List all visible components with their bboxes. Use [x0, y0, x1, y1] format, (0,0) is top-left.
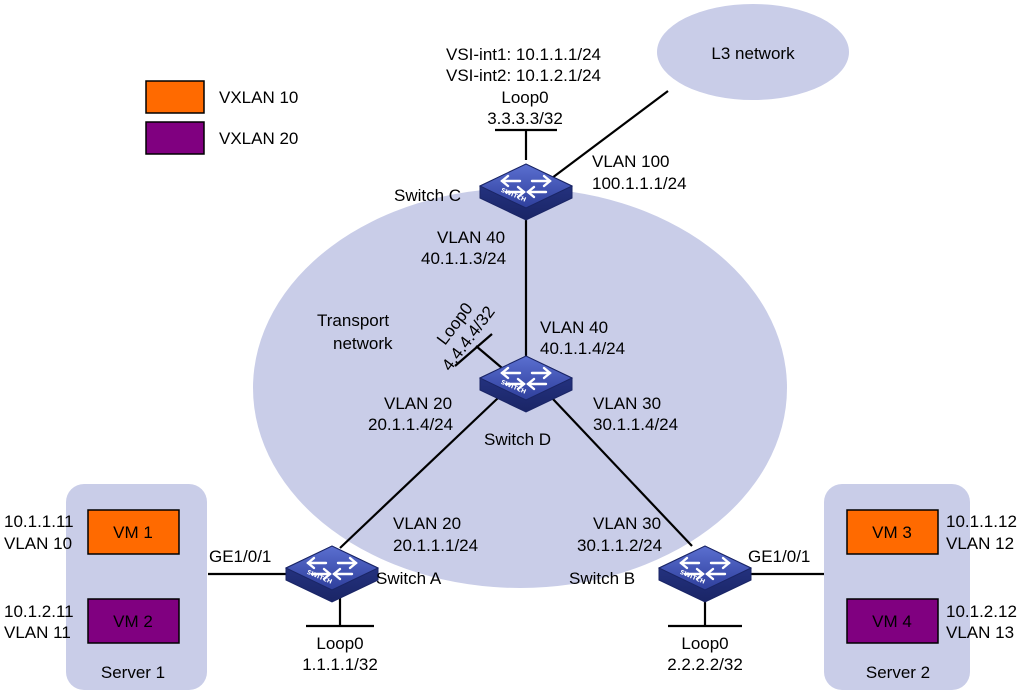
- switch-a-loop-ip: 1.1.1.1/32: [302, 655, 378, 674]
- legend-vxlan20-swatch: [145, 121, 205, 155]
- switch-d-vlan20: VLAN 20: [384, 394, 452, 413]
- switch-c-vlan40-ip: 40.1.1.3/24: [421, 249, 506, 268]
- vm-1-box: [87, 509, 180, 555]
- legend-vxlan10-label: VXLAN 10: [219, 88, 298, 107]
- switch-b-port: GE1/0/1: [748, 547, 810, 566]
- switch-a-name: Switch A: [376, 569, 442, 588]
- switch-c-vlan100: VLAN 100: [592, 152, 670, 171]
- l3-network-cloud: [657, 4, 849, 100]
- vm-4[interactable]: VM 4: [846, 598, 939, 644]
- switch-a-vlan20: VLAN 20: [393, 514, 461, 533]
- switch-b-vlan30: VLAN 30: [593, 514, 661, 533]
- vm-2-box: [87, 598, 180, 644]
- vm-4-vlan: VLAN 13: [946, 623, 1014, 642]
- switch-d-name: Switch D: [484, 430, 551, 449]
- vm-4-box: [846, 598, 939, 644]
- switch-c-vlan100-ip: 100.1.1.1/24: [592, 174, 687, 193]
- switch-b-loop-ip: 2.2.2.2/32: [667, 655, 743, 674]
- vm-2-ip: 10.1.2.11: [4, 602, 74, 621]
- switch-d-vlan20-ip: 20.1.1.4/24: [368, 415, 453, 434]
- switch-c-loop-ip: 3.3.3.3/32: [487, 109, 563, 128]
- vm-3[interactable]: VM 3: [846, 509, 939, 555]
- transport-network-label-line1: Transport: [317, 311, 389, 330]
- link-d-b: [551, 397, 693, 547]
- server-1-name: Server 1: [101, 663, 165, 682]
- switch-d-vlan40: VLAN 40: [540, 318, 608, 337]
- switch-c-name: Switch C: [394, 186, 461, 205]
- vm-2-vlan: VLAN 11: [4, 623, 71, 642]
- vm-2[interactable]: VM 2: [87, 598, 180, 644]
- vm-2-label: VM 2: [113, 612, 153, 631]
- switch-d-vlan30-ip: 30.1.1.4/24: [593, 415, 678, 434]
- switch-c-icon[interactable]: SWITCH: [478, 162, 574, 222]
- switch-c-vlan40: VLAN 40: [437, 228, 505, 247]
- legend: VXLAN 10 VXLAN 20: [145, 80, 298, 155]
- links: [208, 90, 824, 628]
- switch-d-icon[interactable]: SWITCH: [478, 354, 574, 414]
- vm-3-box: [846, 509, 939, 555]
- server-2-name: Server 2: [866, 663, 930, 682]
- switch-a-loop-name: Loop0: [316, 634, 363, 653]
- switch-b-icon[interactable]: SWITCH: [657, 544, 753, 604]
- switch-c-vsi-int2: VSI-int2: 10.1.2.1/24: [446, 66, 601, 85]
- switch-a-vlan20-ip: 20.1.1.1/24: [393, 536, 478, 555]
- switch-d-vlan30: VLAN 30: [593, 394, 661, 413]
- transport-network-label-line2: network: [333, 334, 393, 353]
- switch-a-port: GE1/0/1: [209, 547, 271, 566]
- vm-3-vlan: VLAN 12: [946, 534, 1014, 553]
- legend-vxlan20-label: VXLAN 20: [219, 129, 298, 148]
- link-c-l3: [551, 90, 669, 179]
- switch-b-loop-name: Loop0: [681, 634, 728, 653]
- vm-3-ip: 10.1.1.12: [946, 512, 1017, 531]
- vm-1-vlan: VLAN 10: [4, 534, 72, 553]
- switch-c-vsi-int1: VSI-int1: 10.1.1.1/24: [446, 45, 601, 64]
- switch-c-loop-name: Loop0: [501, 88, 548, 107]
- vm-4-label: VM 4: [872, 612, 912, 631]
- vm-4-ip: 10.1.2.12: [946, 602, 1017, 621]
- vm-1[interactable]: VM 1: [87, 509, 180, 555]
- switch-a-icon[interactable]: SWITCH: [284, 544, 380, 604]
- loop-d-stem: [475, 345, 503, 369]
- vm-1-ip: 10.1.1.11: [4, 512, 74, 531]
- loop-d-bar: [454, 333, 493, 367]
- switch-d-vlan40-ip: 40.1.1.4/24: [540, 339, 625, 358]
- legend-vxlan10-swatch: [145, 80, 205, 114]
- link-d-a: [339, 397, 499, 549]
- switch-b-name: Switch B: [569, 569, 635, 588]
- vm-3-label: VM 3: [872, 523, 912, 542]
- switch-b-vlan30-ip: 30.1.1.2/24: [577, 536, 662, 555]
- l3-network-label: L3 network: [711, 44, 795, 63]
- vm-1-label: VM 1: [113, 523, 153, 542]
